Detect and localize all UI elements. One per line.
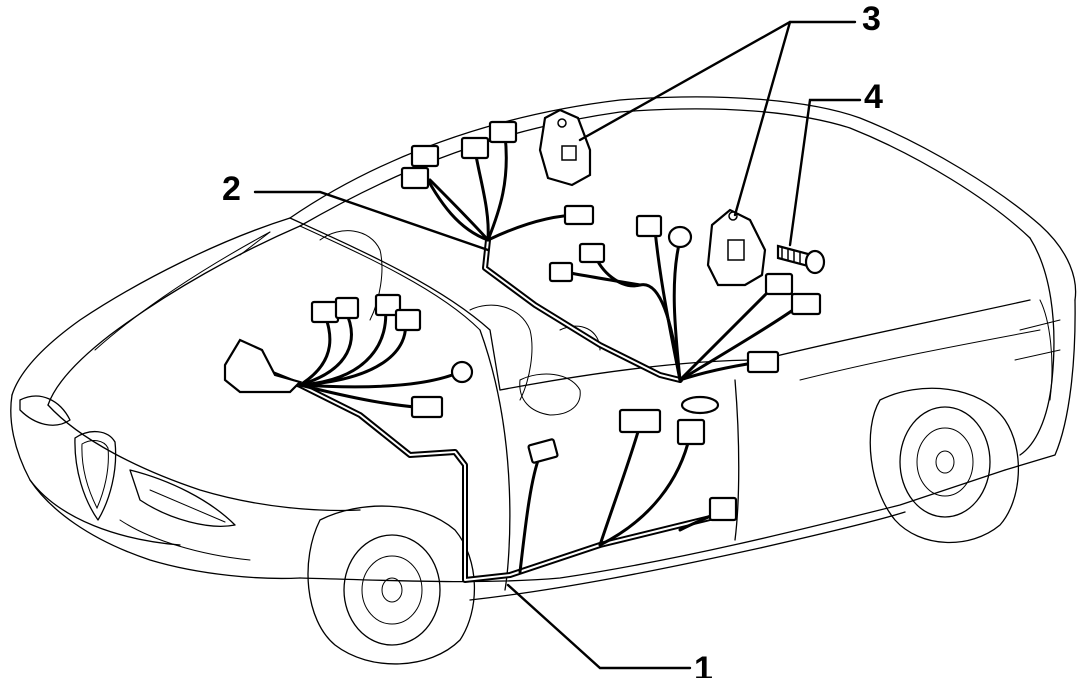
callout-1: 1 <box>694 650 713 678</box>
module-3-upper <box>538 108 592 187</box>
screw-4 <box>776 244 826 275</box>
callout-labels: 1 2 3 4 <box>222 0 883 678</box>
callout-2: 2 <box>222 170 241 208</box>
callout-3: 3 <box>862 0 881 38</box>
leader-lines <box>253 20 862 670</box>
connectors <box>223 120 822 522</box>
harness-main <box>247 237 713 583</box>
callout-4: 4 <box>864 78 883 116</box>
car-body <box>10 96 1077 665</box>
module-3-lower <box>706 208 767 287</box>
